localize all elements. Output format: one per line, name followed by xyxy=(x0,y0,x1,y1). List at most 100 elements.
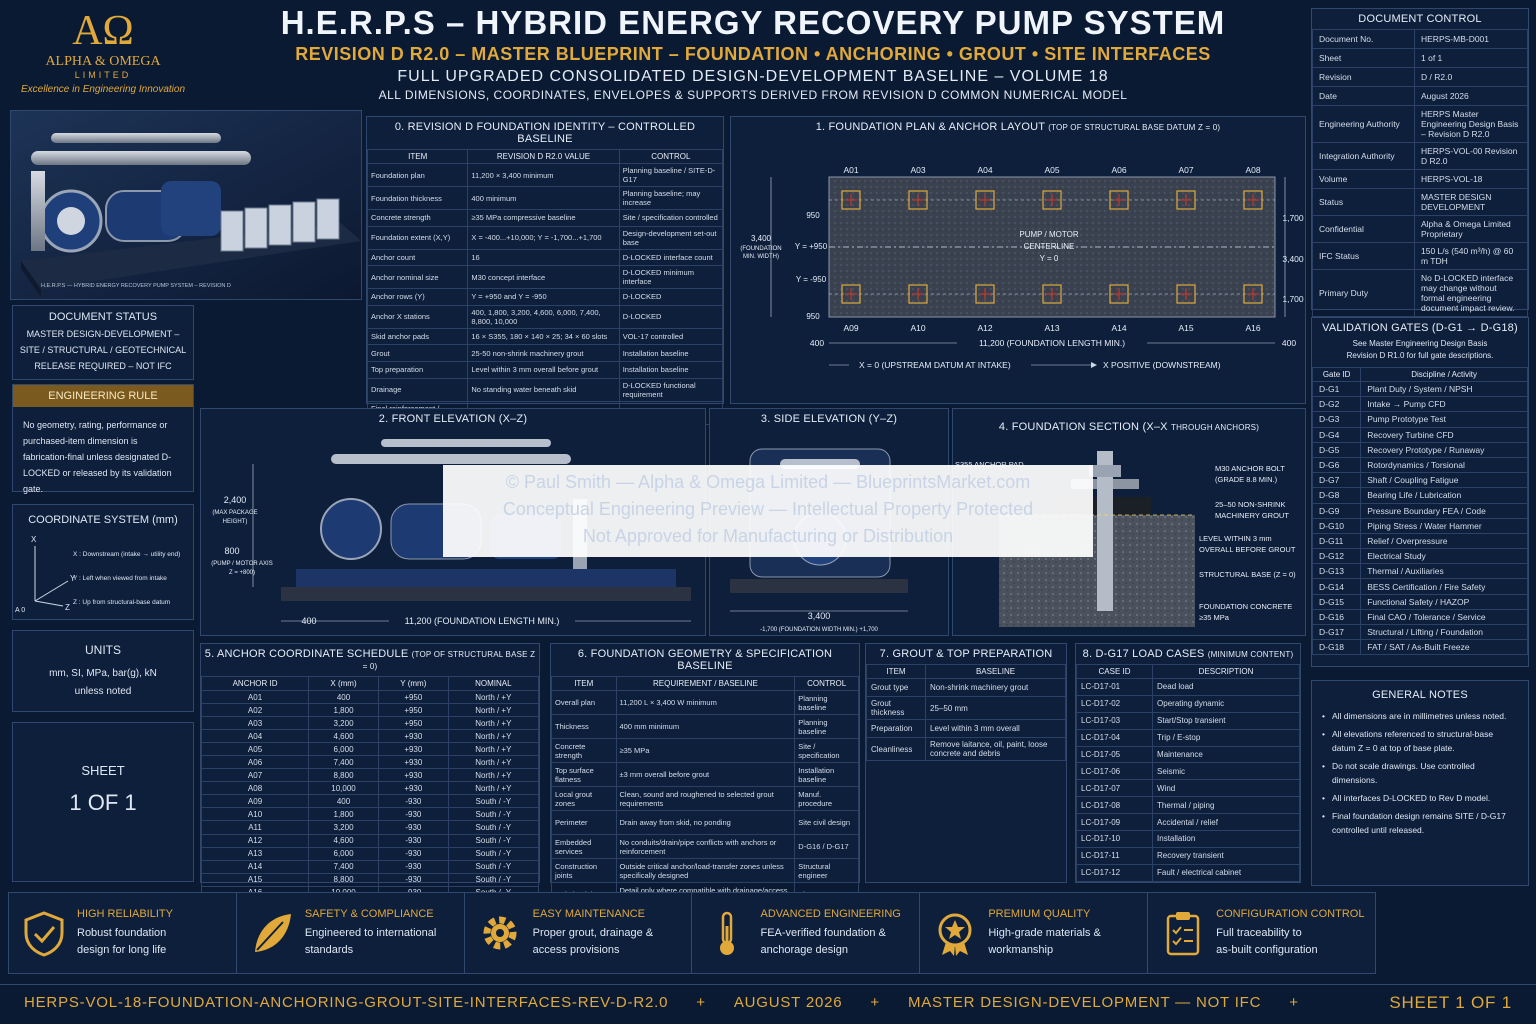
table-cell: 3,200 xyxy=(308,820,379,835)
units-note: unless noted xyxy=(74,686,132,697)
table-cell: Status xyxy=(1312,188,1415,216)
table-cell: Anchor count xyxy=(366,248,469,267)
front-elevation-panel: 2. FRONT ELEVATION (X–Z) 2,400 (MAX PACK… xyxy=(200,408,706,636)
table-cell: D-G11 xyxy=(1311,532,1362,550)
foundation-geometry-panel: 6. FOUNDATION GEOMETRY & SPECIFICATION B… xyxy=(550,643,860,907)
column-header: CONTROL xyxy=(618,149,724,164)
table-cell: D-G16 / D-G17 xyxy=(794,834,859,859)
table-cell: Outside critical anchor/load-transfer zo… xyxy=(615,858,796,883)
table-cell: LC-D17-05 xyxy=(1075,745,1154,764)
table-cell: A04 xyxy=(200,729,310,744)
anchor-id-label: A13 xyxy=(1044,323,1059,333)
grout-preparation-title: 7. GROUT & TOP PREPARATION xyxy=(879,648,1053,660)
dim-row-north: Y = +950 xyxy=(795,242,828,251)
table-cell: D-G15 xyxy=(1311,593,1362,610)
general-note-item: Final foundation design remains SITE / D… xyxy=(1322,809,1518,837)
pump-skid-illustration: H.E.R.P.S — HYBRID ENERGY RECOVERY PUMP … xyxy=(11,111,361,299)
logo-limited: LIMITED xyxy=(74,70,132,80)
table-cell: HERPS-VOL-18 xyxy=(1414,169,1528,189)
table-cell: No conduits/drain/pipe conflicts with an… xyxy=(615,834,796,859)
table-cell: +930 xyxy=(378,729,449,744)
table-cell: Cleanliness xyxy=(865,737,927,761)
table-cell: Drain away from skid, no ponding xyxy=(615,810,796,835)
axis-y-label: Y xyxy=(70,574,76,583)
anchor-pad-marker xyxy=(1042,284,1062,304)
table-cell: 16 × S355, 180 × 140 × 25; 34 × 60 slots xyxy=(467,327,620,346)
table-cell: Grout xyxy=(366,344,469,362)
table-cell: D-G5 xyxy=(1311,441,1362,458)
units-panel: UNITS mm, SI, MPa, bar(g), kN unless not… xyxy=(12,630,194,712)
table-cell: D-G10 xyxy=(1311,517,1362,534)
column-header: NOMINAL xyxy=(447,676,540,691)
table-cell: A11 xyxy=(200,820,310,835)
engineering-rule-text: No geometry, rating, performance or purc… xyxy=(23,420,172,494)
axis-x-definition: X : Downstream (intake → utility end) xyxy=(73,551,180,558)
column-header: CASE ID xyxy=(1075,664,1154,679)
table-cell: -930 xyxy=(378,807,449,822)
table-cell: -930 xyxy=(378,859,449,874)
table-cell: 6,000 xyxy=(308,742,379,757)
dim-right-total: 3,400 xyxy=(1282,254,1304,264)
front-length-label: 11,200 (FOUNDATION LENGTH MIN.) xyxy=(405,616,560,626)
general-notes-title: GENERAL NOTES xyxy=(1372,689,1468,701)
shield-check-icon xyxy=(19,908,69,958)
table-cell: Piping Stress / Water Hammer xyxy=(1360,517,1528,534)
table-cell: Plant Duty / System / NPSH xyxy=(1360,380,1528,398)
table-cell: North / +Y xyxy=(447,755,540,770)
table-cell: LC-D17-01 xyxy=(1075,678,1154,696)
general-note-item: All dimensions are in millimetres unless… xyxy=(1322,709,1518,723)
table-cell: +930 xyxy=(378,742,449,757)
leaf-icon xyxy=(247,908,297,958)
table-cell: D-LOCKED interface count xyxy=(618,248,724,267)
dim-right-overhang: 400 xyxy=(1282,338,1296,348)
coordinate-system-panel: COORDINATE SYSTEM (mm) X Y Z A 0 X : Dow… xyxy=(12,504,194,620)
table-cell: Foundation thickness xyxy=(366,186,469,210)
feature-line: Robust foundation xyxy=(77,926,167,939)
table-cell: Site / specification xyxy=(794,738,859,763)
table-cell: 11,200 L × 3,400 W minimum xyxy=(615,690,796,715)
footer-status: MASTER DESIGN-DEVELOPMENT — NOT IFC xyxy=(907,994,1262,1011)
table-cell: VOL-17 controlled xyxy=(618,327,724,346)
table-cell: South / -Y xyxy=(447,872,540,887)
anchor-pad-marker xyxy=(1243,190,1263,210)
table-cell: Relief / Overpressure xyxy=(1360,532,1528,550)
table-cell: Level within 3 mm overall xyxy=(925,719,1066,738)
copyright-watermark: © Paul Smith — Alpha & Omega Limited — B… xyxy=(443,465,1093,557)
axis-origin-label: A 0 xyxy=(15,607,25,614)
table-cell: Overall plan xyxy=(551,690,617,715)
pump-axis-value: 800 xyxy=(224,546,239,556)
anchor-id-label: A03 xyxy=(910,165,925,175)
feature-line: Engineered to international xyxy=(304,926,437,939)
table-cell: Maintenance xyxy=(1152,745,1300,764)
table-cell: ≥35 MPa xyxy=(615,738,796,763)
column-header: Discipline / Activity xyxy=(1360,367,1528,382)
table-cell: Dead load xyxy=(1152,678,1300,696)
table-cell: North / +Y xyxy=(447,703,540,718)
table-cell: Trip / E-stop xyxy=(1152,728,1300,747)
table-cell: 25-50 non-shrink machinery grout xyxy=(467,344,620,362)
load-cases-panel: 8. D-G17 LOAD CASES (MINIMUM CONTENT) CA… xyxy=(1075,643,1301,883)
table-cell: IFC Status xyxy=(1312,242,1415,270)
general-note-item: All interfaces D-LOCKED to Rev D model. xyxy=(1322,791,1518,805)
